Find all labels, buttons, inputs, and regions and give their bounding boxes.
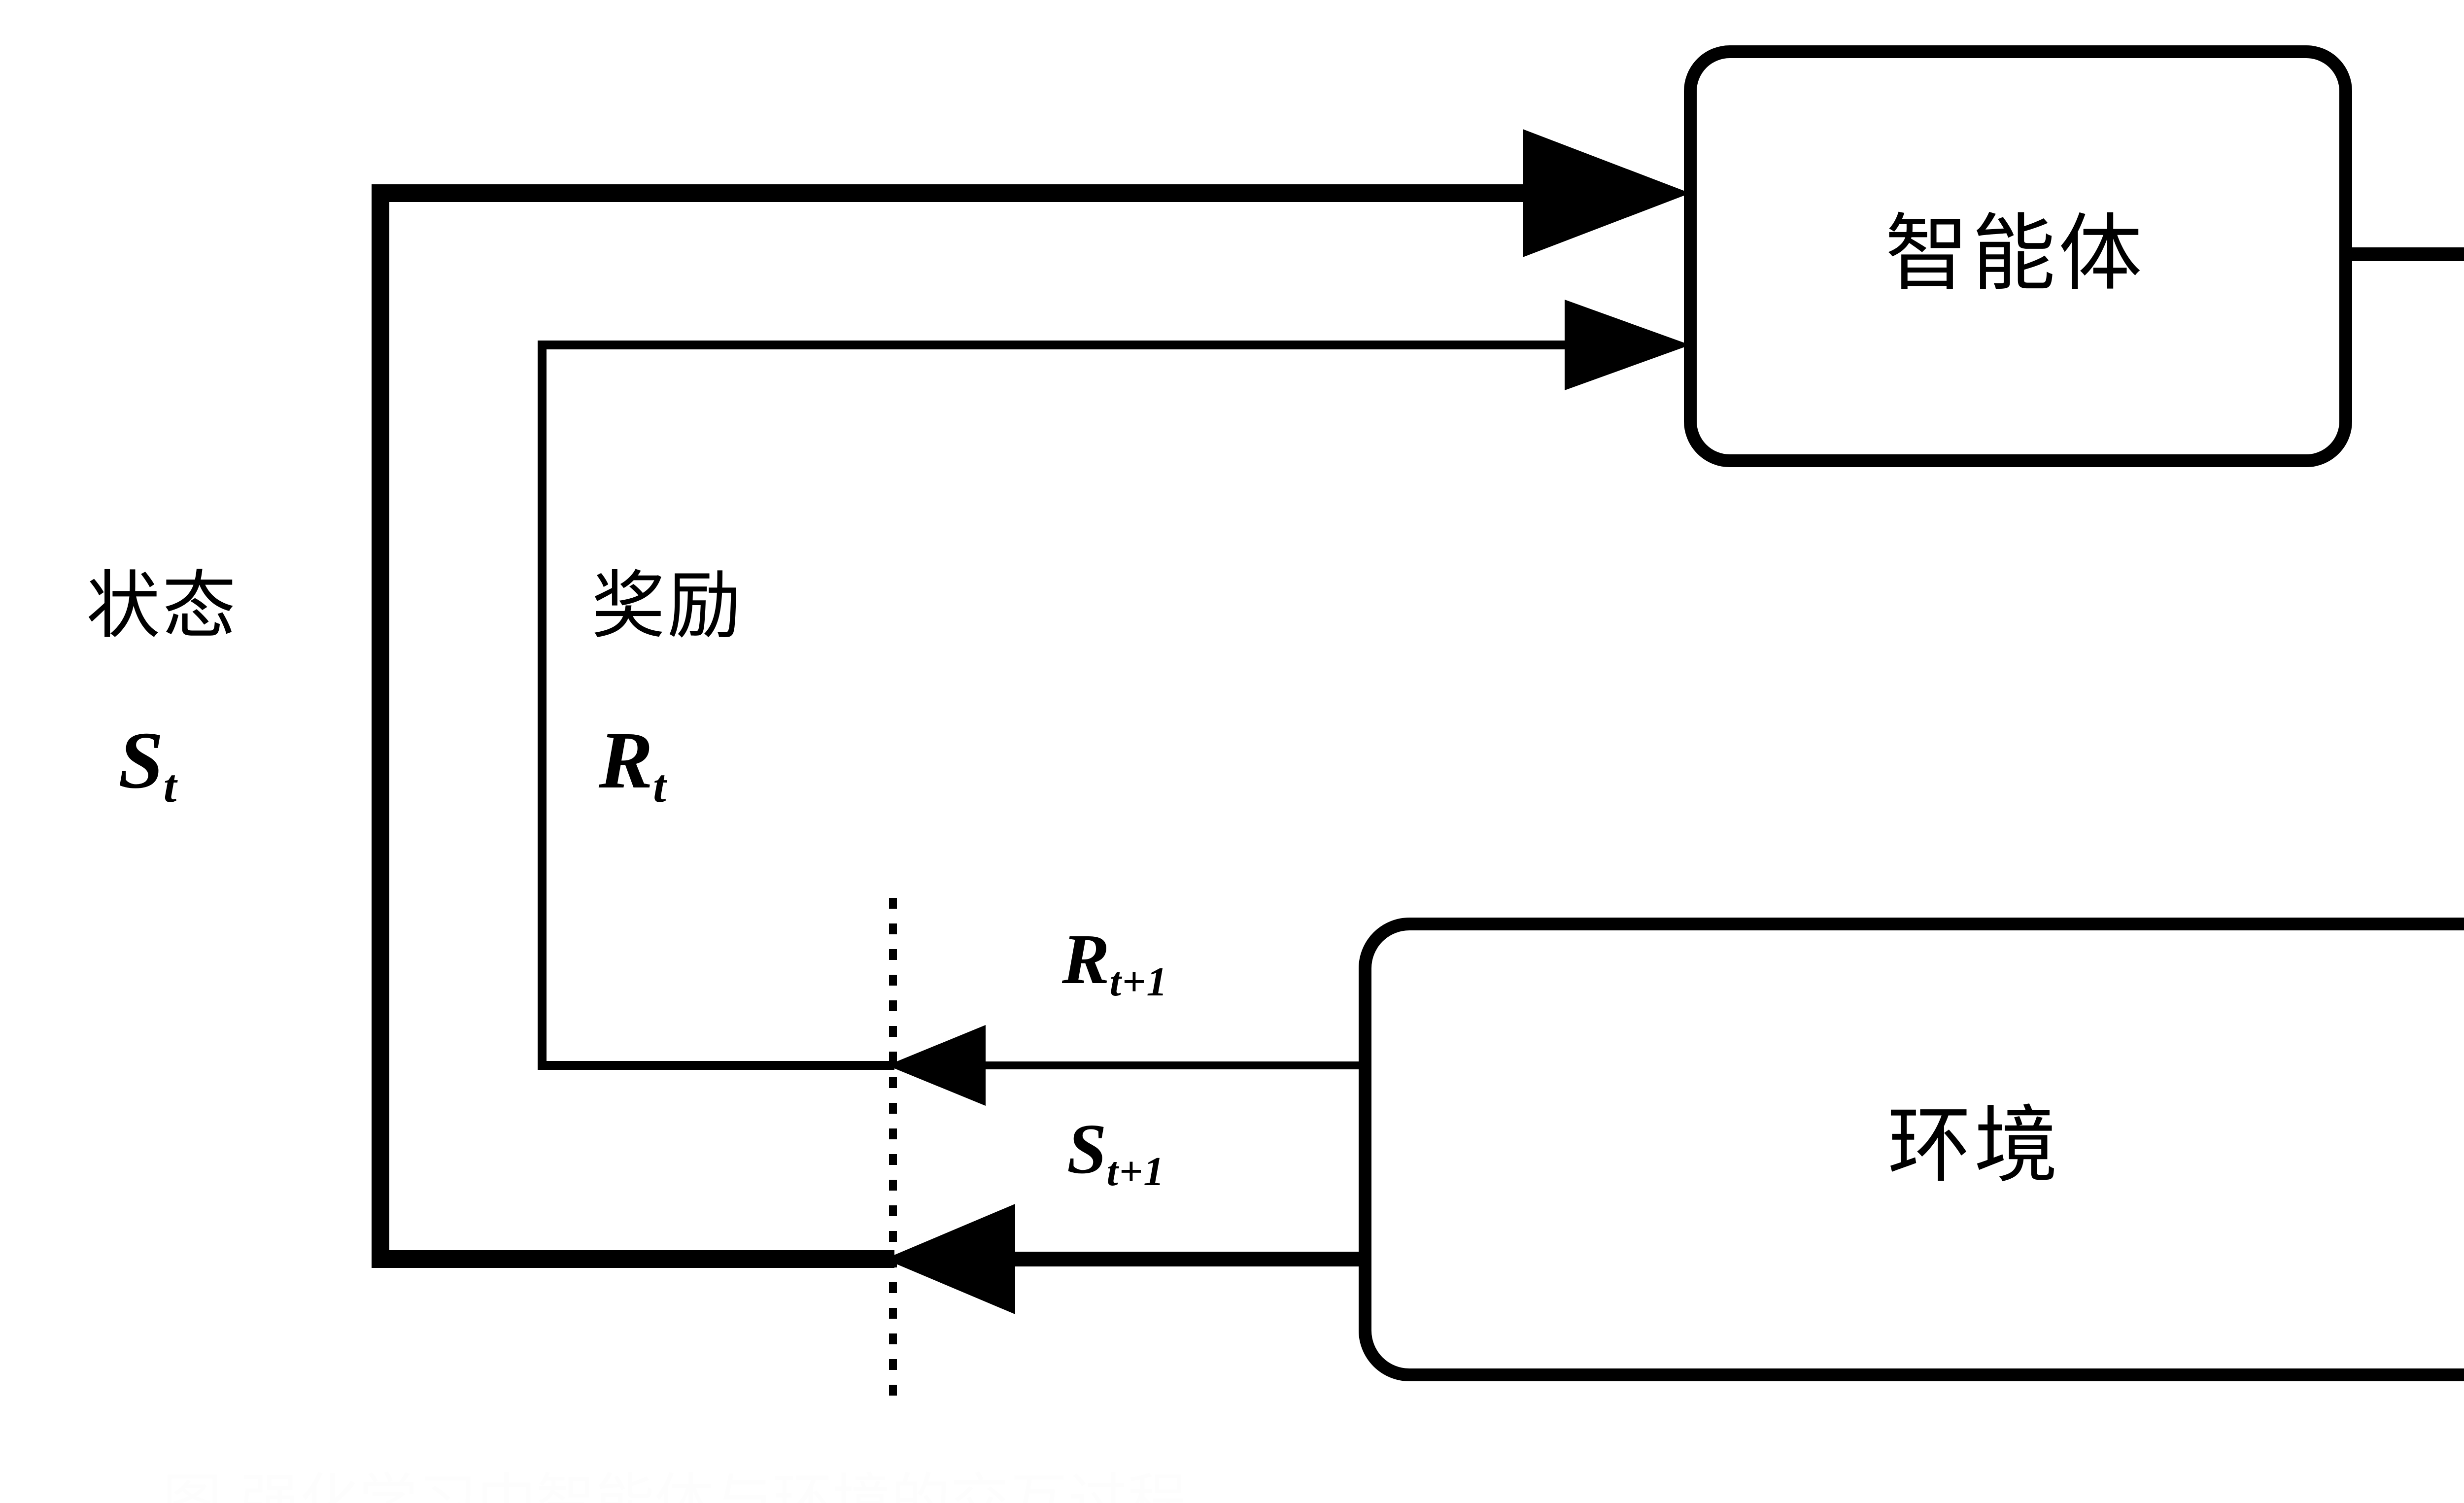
- edge-reward-to-agent: [538, 300, 1690, 1070]
- agent-box[interactable]: [1684, 45, 2352, 467]
- state-name-label: 状态: [86, 563, 239, 649]
- reward-name-label: 奖励: [591, 563, 744, 649]
- state-arrowhead: [1523, 129, 1690, 257]
- reward-symbol-label: Rt: [599, 719, 667, 810]
- reward-symbol-sub: t: [653, 759, 667, 812]
- state-next-base: S: [1067, 1110, 1107, 1189]
- edge-state-to-agent: [372, 129, 1690, 1268]
- environment-label: 环境: [1887, 1097, 2061, 1195]
- edge-reward-next: [887, 1025, 1365, 1106]
- state-symbol-base: S: [118, 715, 164, 805]
- reward-arrowhead: [1565, 300, 1690, 390]
- state-next-sub: t+1: [1106, 1149, 1165, 1195]
- reward-symbol-base: R: [599, 715, 653, 805]
- agent-label: 智能体: [1885, 205, 2146, 303]
- state-symbol-sub: t: [163, 759, 178, 812]
- reward-path-line: [538, 341, 1646, 1070]
- reward-next-sub: t+1: [1109, 959, 1168, 1005]
- edge-state-next: [885, 1204, 1365, 1314]
- reward-next-label: Rt+1: [1062, 924, 1168, 1003]
- figure-caption: 图 强化学习中智能体与环境的交互过程: [163, 1468, 1187, 1503]
- state-next-label: St+1: [1067, 1114, 1165, 1193]
- state-symbol-label: St: [118, 719, 177, 810]
- state-path-line: [372, 184, 1636, 1268]
- reward-next-base: R: [1062, 920, 1110, 999]
- state-next-arrowhead: [885, 1204, 1015, 1314]
- environment-box[interactable]: [1359, 918, 2464, 1381]
- reward-next-arrowhead: [887, 1025, 986, 1106]
